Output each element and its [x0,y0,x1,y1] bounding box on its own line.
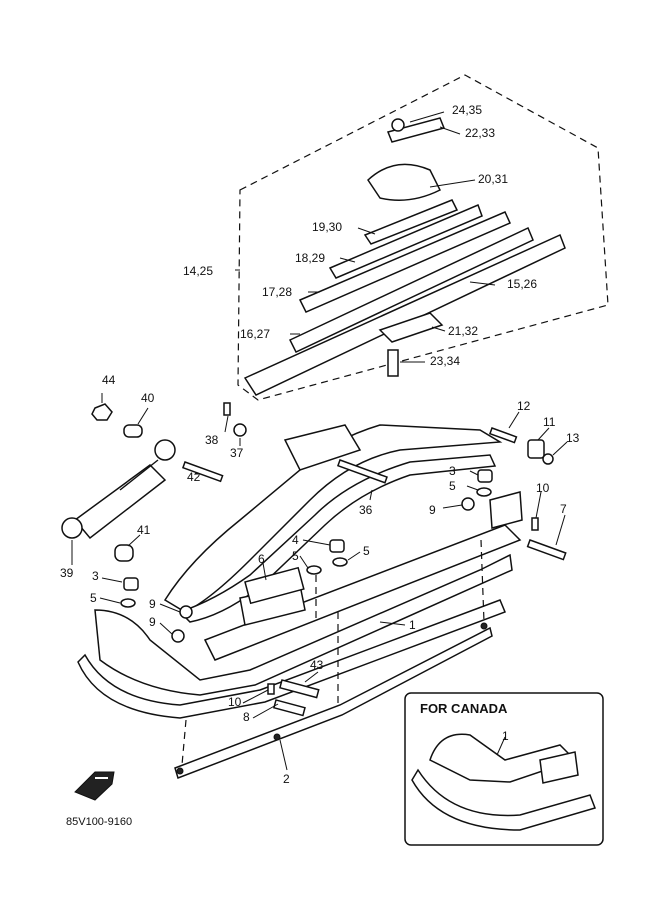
callout-20-31: 20,31 [478,172,509,186]
callout-39: 39 [60,566,74,580]
nut-44 [91,403,113,421]
collar-3b [477,469,493,483]
drawing-reference-code: 85V100-9160 [66,816,133,828]
callout-23-34: 23,34 [430,354,461,368]
bolt-42 [181,461,224,483]
canada-inset-drawing [411,733,596,831]
collar-4 [329,539,345,553]
callout-42: 42 [187,470,201,484]
leaf-spring-group-boundary [237,74,609,401]
callout-36: 36 [359,503,373,517]
canada-inset-frame [404,692,604,846]
callout-1-inset: 1 [502,729,509,743]
callout-9-right: 9 [429,503,436,517]
screw-38 [223,402,231,416]
callout-5-center: 5 [292,549,299,563]
callout-17-28: 17,28 [262,285,293,299]
collar-3a [123,577,139,591]
callout-14-25: 14,25 [183,264,214,278]
callout-12: 12 [517,399,531,413]
callout-3-left: 3 [92,569,99,583]
canada-inset-title: FOR CANADA [420,701,508,716]
callout-9-left-upper: 9 [149,597,156,611]
callout-24-35: 24,35 [452,103,483,117]
callout-37: 37 [230,446,244,460]
callout-5-center-right: 5 [363,544,370,558]
callout-43: 43 [310,658,324,672]
callout-21-32: 21,32 [448,324,479,338]
callout-2: 2 [283,772,290,786]
callout-18-29: 18,29 [295,251,326,265]
spring-lower-plate [378,312,444,343]
callout-5-left: 5 [90,591,97,605]
spring-clamp-cap [367,163,442,201]
spring-center-bolt [387,349,399,377]
callout-8: 8 [243,710,250,724]
callout-4: 4 [292,533,299,547]
shock-absorber [61,439,176,540]
spring-leader-lines [235,111,496,363]
nut-13 [542,453,554,465]
front-arrow-icon [74,771,115,801]
washer-5b [306,565,322,575]
collar-40 [123,424,143,438]
callout-40: 40 [141,391,155,405]
pin-12 [488,427,518,444]
callout-3-right: 3 [449,464,456,478]
nut-9a [179,605,193,619]
screw-10a [531,517,539,531]
callout-1-main: 1 [409,618,416,632]
callout-22-33: 22,33 [465,126,496,140]
rear-bracket [489,491,523,529]
callout-15-26: 15,26 [507,277,538,291]
callout-44: 44 [102,373,116,387]
nut-9b [171,629,185,643]
callout-11: 11 [543,415,556,429]
callout-10-right: 10 [536,481,550,495]
dashed-guide-lines [181,539,485,766]
washer-5a [120,598,136,608]
callout-9-left-lower: 9 [149,615,156,629]
callout-leader-lines [71,393,568,771]
bolt-7 [526,539,567,561]
washer-5d [476,487,492,497]
bolt-43 [279,679,320,699]
spring-mount-bracket [283,424,362,471]
callout-38: 38 [205,433,219,447]
bushing-41 [114,544,134,562]
spring-clip-nut [391,118,405,132]
callout-6: 6 [258,552,265,566]
bolt-8 [273,699,306,717]
callout-7: 7 [560,502,567,516]
callout-13: 13 [566,431,580,445]
nut-9c [461,497,475,511]
callout-41: 41 [137,523,151,537]
callout-19-30: 19,30 [312,220,343,234]
leaf-spring-stack [243,199,566,396]
callout-5-right: 5 [449,479,456,493]
plate-6 [244,566,305,605]
callout-16-27: 16,27 [240,327,271,341]
nut-37 [233,423,247,437]
bolt-36 [336,459,388,484]
hardware [91,402,567,717]
callout-10-lower: 10 [228,695,242,709]
washer-5c [332,557,348,567]
cap-11 [527,439,545,459]
screw-10b [267,683,275,695]
